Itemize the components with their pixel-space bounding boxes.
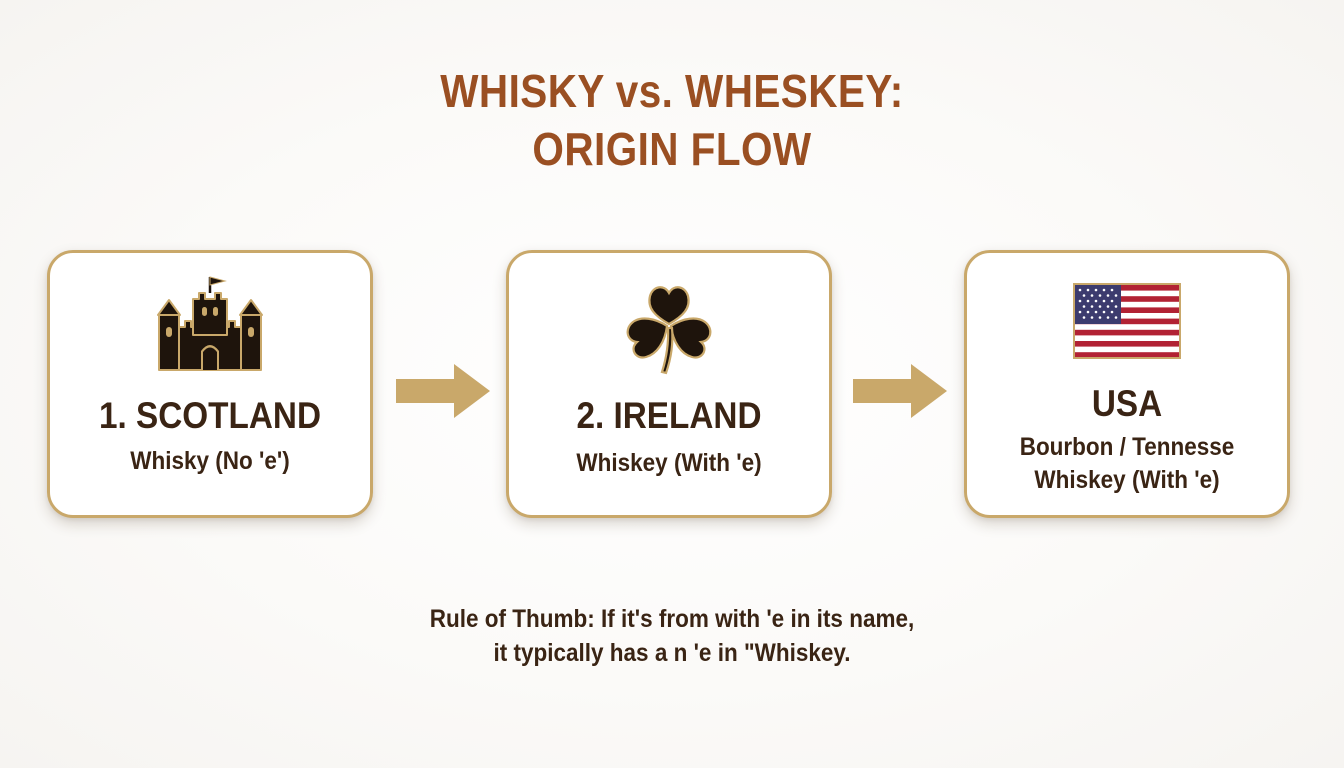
arrow-right-icon: [853, 364, 949, 425]
title-line-1: WHISKY vs. WHESKEY:: [440, 65, 904, 117]
step-subtitle-ireland: Whiskey (With 'e): [576, 449, 762, 477]
step-subtitle-usa: Bourbon / Tennesse Whiskey (With 'e): [1019, 433, 1235, 494]
step-heading-scotland: 1. SCOTLAND: [98, 395, 322, 436]
arrow-right-icon: [396, 364, 492, 425]
shamrock-icon: [509, 280, 829, 376]
step-card-usa: USA Bourbon / Tennesse Whiskey (With 'e): [964, 250, 1290, 518]
step-heading-usa: USA: [1091, 383, 1163, 424]
title-line-2: ORIGIN FLOW: [532, 123, 812, 175]
rule-of-thumb: Rule of Thumb: If it's from with 'e in i…: [67, 602, 1277, 670]
rule-line-2: it typically has a n 'e in "Whiskey.: [493, 639, 851, 667]
step-subtitle-scotland: Whisky (No 'e'): [130, 447, 290, 475]
usa-flag-icon: [967, 283, 1287, 359]
step-heading-ireland: 2. IRELAND: [576, 395, 762, 436]
step-card-scotland: 1. SCOTLAND Whisky (No 'e'): [47, 250, 373, 518]
diagram-title: WHISKY vs. WHESKEY: ORIGIN FLOW: [81, 62, 1264, 178]
castle-icon: [50, 275, 370, 375]
rule-line-1: Rule of Thumb: If it's from with 'e in i…: [429, 605, 915, 633]
step-card-ireland: 2. IRELAND Whiskey (With 'e): [506, 250, 832, 518]
